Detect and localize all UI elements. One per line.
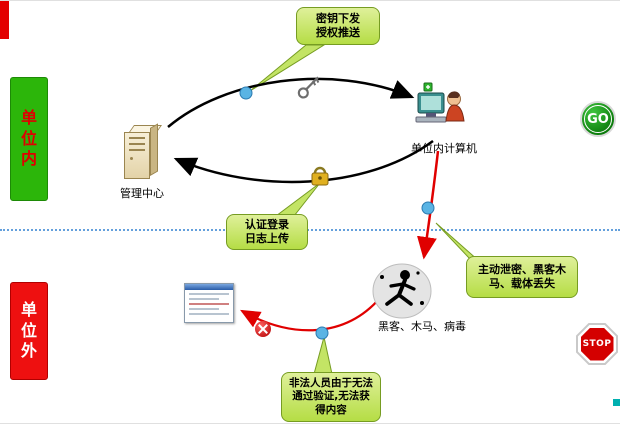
go-sign-ring: [584, 105, 612, 133]
go-sign: GO: [580, 101, 616, 137]
internal-computer-label: 单位内计算机: [411, 142, 477, 155]
prohibition-icon: [255, 321, 271, 337]
callout-key-distribution-text: 密钥下发 授权推送: [316, 11, 360, 39]
callout-tail-auth-login: [274, 182, 321, 217]
stop-sign: STOP: [576, 323, 618, 365]
callout-auth-login-text: 认证登录 日志上传: [245, 217, 289, 245]
threats-label: 黑客、木马、病毒: [378, 320, 466, 333]
connector-dot: [315, 326, 329, 340]
callout-illegal-user-text: 非法人员由于无法 通过验证,无法获 得内容: [289, 376, 373, 416]
window-titlebar: [185, 284, 233, 290]
zone-outside-box: 单位外: [10, 282, 48, 380]
window-icon: [184, 283, 234, 323]
management-center-label: 管理中心: [120, 187, 164, 200]
arrow-auth-login: [173, 139, 434, 184]
zone-inside-box: 单位内: [10, 77, 48, 201]
go-sign-label: GO: [587, 111, 609, 127]
lock-icon: [311, 166, 329, 186]
slide-edge-marker: [613, 399, 620, 406]
callout-leak-risk: 主动泄密、黑客木 马、载体丢失: [466, 256, 578, 298]
callout-key-distribution: 密钥下发 授权推送: [296, 7, 380, 45]
key-icon: [297, 76, 320, 99]
callout-illegal-user: 非法人员由于无法 通过验证,无法获 得内容: [281, 372, 381, 422]
server-icon: [124, 123, 164, 181]
connector-dot: [239, 86, 253, 100]
zone-outside-label: 单位外: [20, 299, 37, 361]
computer-icon: [415, 82, 465, 123]
callout-tail-illegal: [313, 336, 333, 375]
arrow-key-distribution: [167, 77, 415, 128]
slide-corner-marker: [0, 1, 9, 39]
callout-tail-key-push: [249, 44, 326, 92]
hacker-icon: [372, 263, 432, 319]
zone-divider-dotted-line: [0, 229, 620, 231]
zone-inside-label: 单位内: [20, 107, 37, 169]
callout-leak-risk-text: 主动泄密、黑客木 马、载体丢失: [478, 262, 566, 290]
callout-auth-login: 认证登录 日志上传: [226, 214, 308, 250]
connector-dot: [421, 201, 435, 215]
stop-sign-label: STOP: [582, 339, 612, 349]
